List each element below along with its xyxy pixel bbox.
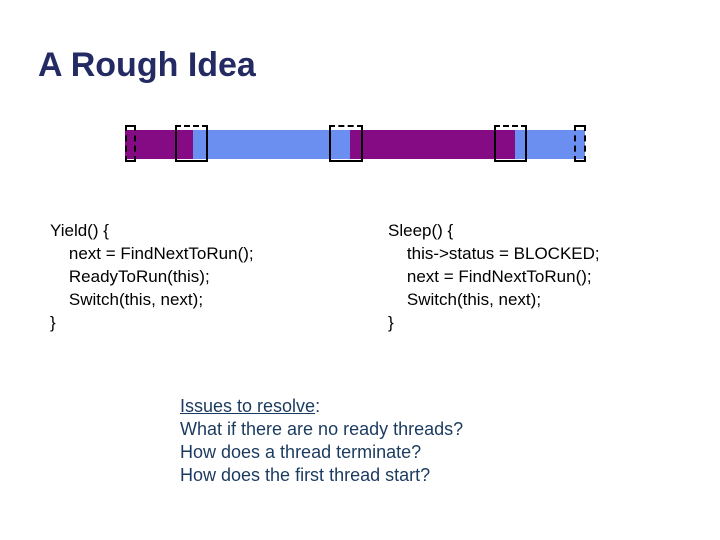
slide-title: A Rough Idea xyxy=(38,46,256,84)
sleep-code-block: Sleep() { this->status = BLOCKED; next =… xyxy=(388,221,600,332)
issues-heading-text: Issues to resolve xyxy=(180,396,316,416)
issue-question: How does the first thread start? xyxy=(180,465,431,485)
timeline-segment-ready xyxy=(193,130,350,159)
thread-timeline xyxy=(125,125,586,162)
context-switch-marker xyxy=(494,125,527,162)
context-switch-marker xyxy=(175,125,208,162)
timeline-endpoint-marker xyxy=(574,125,586,162)
context-switch-marker xyxy=(329,125,363,162)
timeline-endpoint-marker xyxy=(125,125,136,162)
issues-block: Issues to resolve: What if there are no … xyxy=(180,395,463,487)
yield-code-block: Yield() { next = FindNextToRun(); ReadyT… xyxy=(50,221,254,332)
issues-heading-colon: : xyxy=(315,396,321,416)
issue-question: How does a thread terminate? xyxy=(180,442,422,462)
timeline-segment-running xyxy=(125,130,193,159)
timeline-segment-running xyxy=(350,130,515,159)
issue-question: What if there are no ready threads? xyxy=(180,419,464,439)
issues-heading: Issues to resolve: xyxy=(180,395,463,418)
